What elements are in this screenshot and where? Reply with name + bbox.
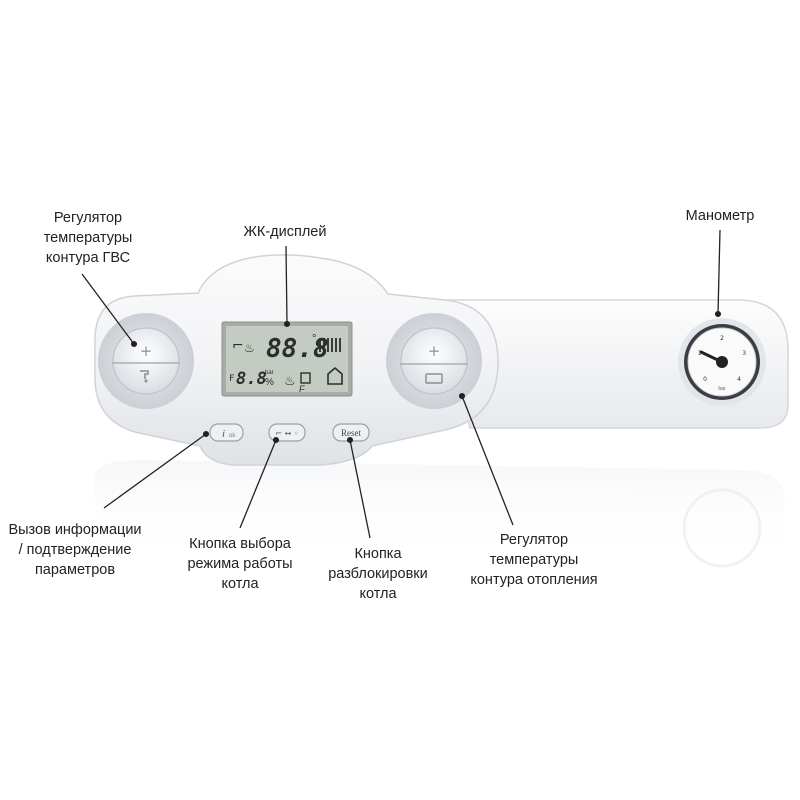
label-unlock: Кнопка разблокировки котла: [318, 544, 438, 604]
lcd-f-letter: F: [229, 374, 234, 384]
lcd-house-icon: [327, 366, 343, 385]
label-line: режима работы: [187, 556, 293, 572]
leader-lines: [81, 229, 722, 539]
label-info-confirm: Вызов информации / подтверждение парамет…: [0, 520, 150, 580]
gauge-unit: bar: [718, 386, 726, 392]
lcd-bar: bar: [265, 370, 274, 376]
lcd-burner-icon: ♨: [284, 374, 296, 389]
pressure-gauge: 0 1 2 3 4 bar: [678, 318, 766, 406]
leader-gauge: [717, 229, 721, 315]
gauge-tick-label: 2: [720, 335, 724, 342]
label-lcd-display: ЖК-дисплей: [220, 222, 350, 242]
gauge-tick-label: 4: [737, 376, 741, 383]
label-pressure-gauge: Манометр: [650, 206, 790, 226]
lcd-main-digits: 88.8: [266, 334, 329, 364]
lcd-percent: %: [265, 377, 274, 388]
gauge-tick-labels: 0 1 2 3 4: [698, 335, 746, 383]
label-line: контура ГВС: [45, 250, 131, 266]
leader-dhw: [81, 273, 135, 345]
radiator-icon: [425, 373, 443, 384]
label-line: разблокировки: [328, 566, 428, 582]
lcd-f-icon: F: [299, 384, 305, 394]
label-line: Кнопка: [354, 546, 402, 562]
leader-mode: [239, 439, 277, 529]
reset-button[interactable]: Reset: [332, 423, 370, 442]
label-dhw-regulator: Регулятор температуры контура ГВС: [8, 208, 168, 268]
leader-heating: [461, 395, 514, 526]
label-line: Вызов информации: [8, 522, 142, 538]
label-line: Кнопка выбора: [189, 536, 291, 552]
gauge-tick-label: 3: [742, 350, 746, 357]
info-icon: i: [222, 428, 225, 440]
label-line: контура отопления: [470, 572, 598, 588]
label-line: температуры: [43, 230, 133, 246]
mode-button[interactable]: ⌐ ↔ ◦: [268, 423, 306, 442]
lcd-display: ⌐ ♨ 88.8 ° F 8.8 bar % ♨ F: [221, 321, 353, 397]
heating-temperature-knob[interactable]: +: [386, 313, 482, 409]
label-line: температуры: [489, 552, 579, 568]
gauge-tick-label: 1: [698, 350, 702, 357]
ok-icon: ok: [229, 433, 236, 439]
label-line: Манометр: [685, 208, 755, 224]
label-line: Регулятор: [499, 532, 569, 548]
label-mode-select: Кнопка выбора режима работы котла: [170, 534, 310, 594]
leader-unlock: [349, 439, 371, 539]
leader-lcd: [285, 245, 288, 325]
tap-icon: [140, 370, 149, 379]
lcd-tap-icon: ⌐: [232, 338, 244, 354]
mode-icon: ⌐ ↔ ◦: [275, 429, 298, 438]
label-line: ЖК-дисплей: [243, 224, 327, 240]
label-line: котла: [359, 586, 397, 602]
dhw-minus-icon[interactable]: •: [143, 375, 150, 388]
lcd-flame-icon: ♨: [244, 341, 255, 355]
lcd-degree: °: [312, 333, 316, 345]
heating-plus-icon[interactable]: +: [428, 342, 441, 360]
info-button[interactable]: i ok: [209, 423, 244, 442]
reset-label: Reset: [341, 428, 361, 438]
gauge-tick-label: 0: [703, 376, 707, 383]
dhw-temperature-knob[interactable]: + •: [98, 313, 194, 409]
panel-reflection: [95, 460, 785, 568]
lcd-radiator-icon: [300, 372, 311, 384]
label-line: / подтверждение: [18, 542, 132, 558]
label-heating-regulator: Регулятор температуры контура отопления: [452, 530, 616, 590]
label-line: котла: [221, 576, 259, 592]
label-line: Регулятор: [53, 210, 123, 226]
lcd-small-digits: 8.8: [236, 369, 267, 389]
dhw-plus-icon[interactable]: +: [140, 342, 153, 360]
label-line: параметров: [34, 562, 116, 578]
lcd-wave-icon: [319, 338, 341, 352]
leader-info: [103, 433, 207, 509]
